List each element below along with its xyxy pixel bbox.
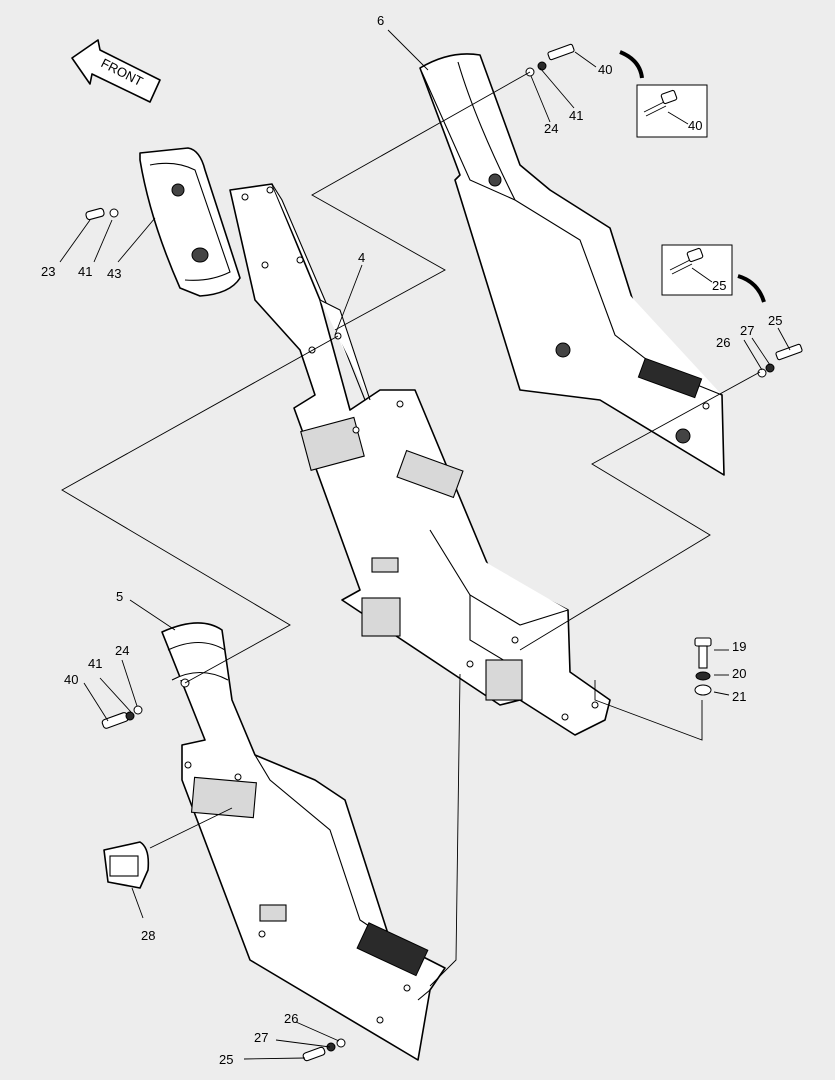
bolt-icon bbox=[643, 89, 678, 117]
bolt-40-mid bbox=[101, 705, 143, 729]
callout-28: 28 bbox=[141, 928, 155, 943]
callout-21: 21 bbox=[732, 689, 746, 704]
callout-23: 23 bbox=[41, 264, 55, 279]
arrow-curve-icon bbox=[619, 50, 644, 79]
arrow-curve-icon bbox=[737, 274, 766, 303]
callout-24-mid: 24 bbox=[115, 643, 129, 658]
bolt-25-right bbox=[757, 343, 803, 378]
callout-25-box: 25 bbox=[712, 278, 726, 293]
callout-leaders bbox=[59, 29, 791, 1060]
alt-bolt-box-40 bbox=[636, 84, 708, 138]
part-5-left-panel bbox=[161, 622, 446, 1061]
callout-27-right: 27 bbox=[740, 323, 754, 338]
bolt-40-top bbox=[525, 43, 575, 77]
callout-20: 20 bbox=[732, 666, 746, 681]
bolt-icon bbox=[669, 247, 704, 275]
callout-40-top: 40 bbox=[598, 62, 612, 77]
callout-25-bottom: 25 bbox=[219, 1052, 233, 1067]
callout-40-box: 40 bbox=[688, 118, 702, 133]
callout-26-right: 26 bbox=[716, 335, 730, 350]
alt-bolt-box-25 bbox=[661, 244, 733, 296]
bolt-25-bottom bbox=[302, 1038, 346, 1062]
callout-25-right: 25 bbox=[768, 313, 782, 328]
callout-4: 4 bbox=[358, 250, 365, 265]
part-28-cap bbox=[103, 841, 150, 889]
connection-lines bbox=[61, 71, 761, 987]
callouts: 6 40 41 24 40 25 23 41 43 4 27 25 26 19 … bbox=[41, 13, 782, 1067]
callout-27-bottom: 27 bbox=[254, 1030, 268, 1045]
callout-41-top: 41 bbox=[569, 108, 583, 123]
callout-43: 43 bbox=[107, 266, 121, 281]
bolt-19-group bbox=[694, 637, 712, 696]
callout-6: 6 bbox=[377, 13, 384, 28]
part-4-center-bracket bbox=[229, 183, 611, 736]
front-direction-arrow: FRONT bbox=[71, 39, 161, 103]
part-43-cover bbox=[139, 147, 241, 297]
callout-24-top: 24 bbox=[544, 121, 558, 136]
callout-5: 5 bbox=[116, 589, 123, 604]
callout-41-mid: 41 bbox=[88, 656, 102, 671]
bolt-23 bbox=[85, 207, 119, 221]
callout-19: 19 bbox=[732, 639, 746, 654]
callout-40-mid: 40 bbox=[64, 672, 78, 687]
part-6-right-panel bbox=[419, 53, 725, 476]
callout-26-bottom: 26 bbox=[284, 1011, 298, 1026]
callout-41-left: 41 bbox=[78, 264, 92, 279]
